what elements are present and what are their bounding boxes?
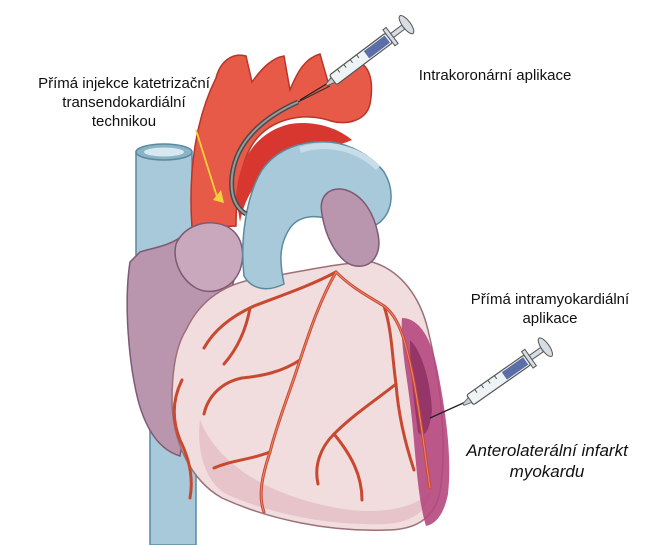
label-line: technikou [6,112,242,131]
label-line: transendokardiální [6,93,242,112]
label-line: Anterolaterální infarkt [434,440,660,461]
label-line: Intrakoronární aplikace [400,66,590,85]
label-line: myokardu [434,461,660,482]
label-catheter-injection: Přímá injekce katetrizační transendokard… [6,74,242,131]
label-intracoronary: Intrakoronární aplikace [400,66,590,85]
label-line: aplikace [455,309,645,328]
label-intramyocardial: Přímá intramyokardiální aplikace [455,290,645,328]
syringe-icon [457,336,555,414]
label-line: Přímá injekce katetrizační [6,74,242,93]
label-line: Přímá intramyokardiální [455,290,645,309]
superior-vena-cava-lumen [144,148,184,157]
label-infarct: Anterolaterální infarkt myokardu [434,440,660,482]
